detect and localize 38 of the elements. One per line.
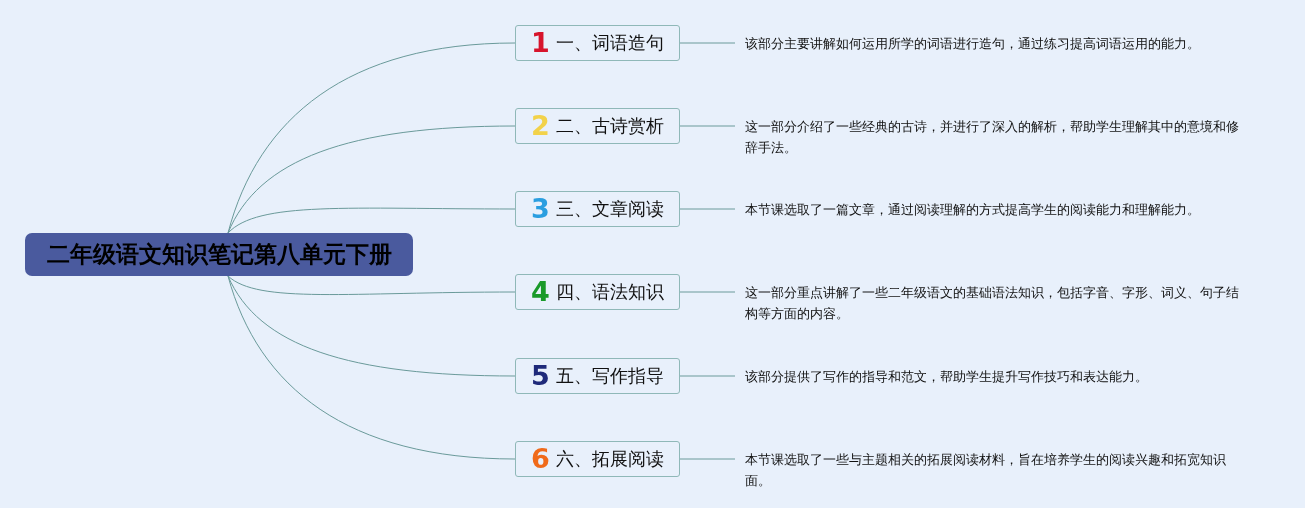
topic-label: 五、写作指导 <box>555 364 664 388</box>
topic-label: 六、拓展阅读 <box>555 447 664 471</box>
connector-line <box>679 375 736 377</box>
topic-label: 三、文章阅读 <box>555 197 664 221</box>
topic-box <box>515 274 680 310</box>
connector-line <box>679 208 736 210</box>
description-text: 本节课选取了一篇文章，通过阅读理解的方式提高学生的阅读能力和理解能力。 <box>735 199 1245 220</box>
topic-box <box>515 191 680 227</box>
connector-line <box>679 291 736 293</box>
topic-label: 一、词语造句 <box>555 31 664 55</box>
topic-label: 四、语法知识 <box>555 280 664 304</box>
root-title: 二年级语文知识笔记第八单元下册 <box>46 240 392 269</box>
description-text: 这一部分重点讲解了一些二年级语文的基础语法知识，包括字音、字形、词义、句子结构等方面的内容。 <box>735 282 1245 324</box>
step-number: 6 <box>531 444 550 474</box>
topic-box <box>515 25 680 61</box>
topic-box <box>515 108 680 144</box>
step-number: 5 <box>531 361 550 391</box>
description-text: 本节课选取了一些与主题相关的拓展阅读材料，旨在培养学生的阅读兴趣和拓宽知识面。 <box>735 449 1245 491</box>
step-number: 4 <box>531 277 550 307</box>
connector-line <box>227 125 516 234</box>
step-number: 2 <box>531 111 550 141</box>
description-text: 该部分提供了写作的指导和范文，帮助学生提升写作技巧和表达能力。 <box>735 366 1245 387</box>
description-text: 该部分主要讲解如何运用所学的词语进行造句，通过练习提高词语运用的能力。 <box>735 33 1245 54</box>
connector-line <box>227 275 516 377</box>
root-box <box>25 233 413 276</box>
connector-line <box>227 42 516 234</box>
connector-line <box>679 125 736 127</box>
step-number: 1 <box>531 28 550 58</box>
topic-box <box>515 358 680 394</box>
connector-line <box>227 207 516 234</box>
step-number: 3 <box>531 194 550 224</box>
description-text: 这一部分介绍了一些经典的古诗，并进行了深入的解析，帮助学生理解其中的意境和修辞手法。 <box>735 116 1245 158</box>
connector-line <box>679 42 736 44</box>
topic-label: 二、古诗赏析 <box>555 114 664 138</box>
topic-box <box>515 441 680 477</box>
connector-line <box>679 458 736 460</box>
connector-line <box>227 275 516 295</box>
connector-line <box>227 275 516 460</box>
